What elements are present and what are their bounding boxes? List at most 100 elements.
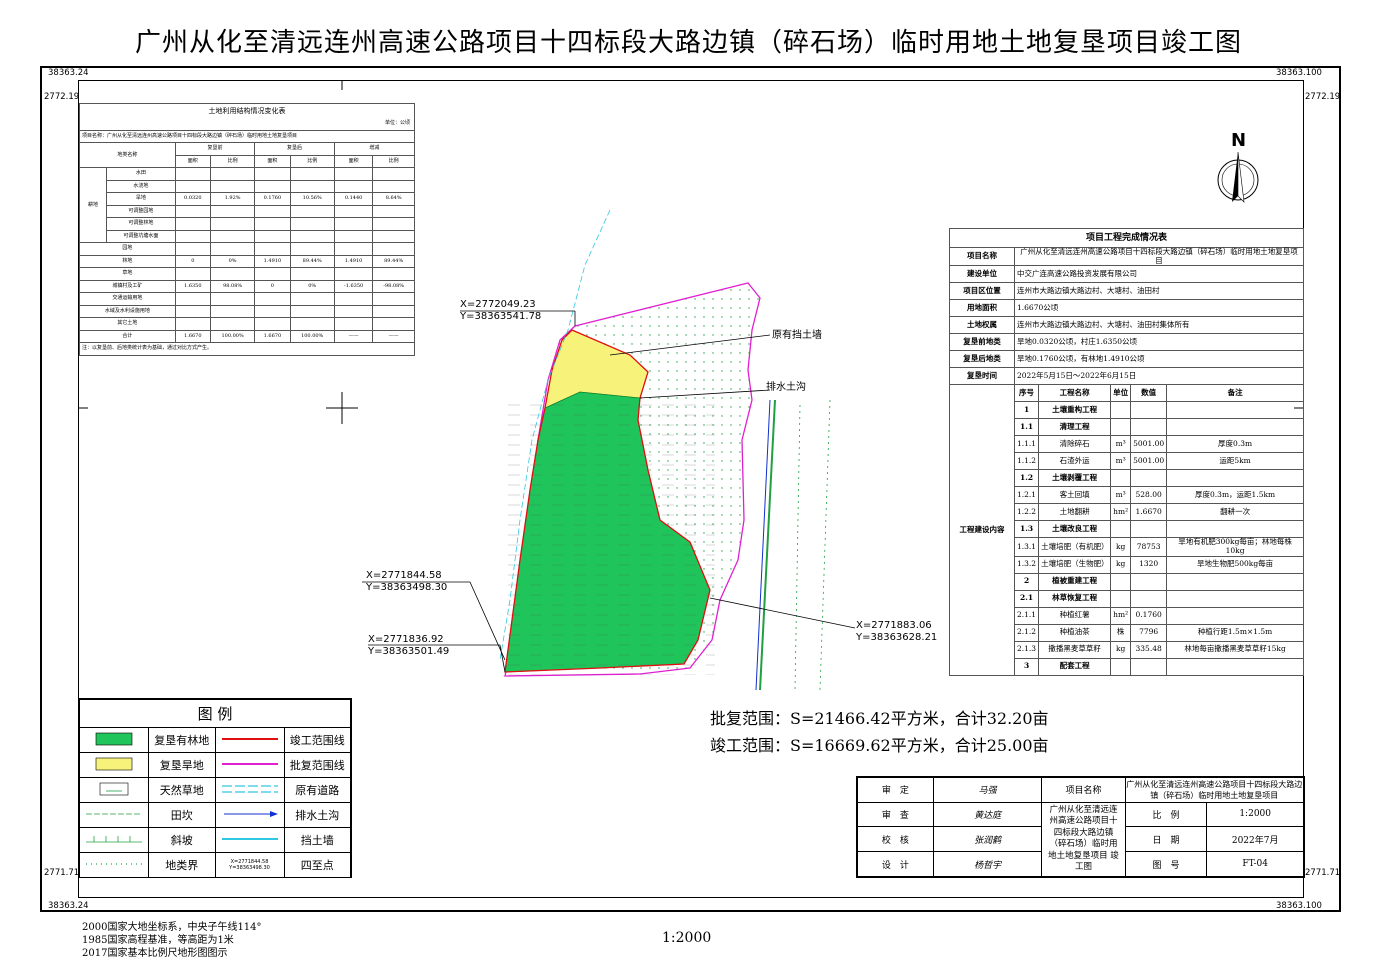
- project-info-value: 连州市大路边镇大路边村、大塘村、油田村集体所有: [1014, 316, 1304, 335]
- legend-row: 复垦有林地竣工范围线: [79, 727, 351, 753]
- legend-title: 图 例: [79, 699, 351, 728]
- land-row-value: 0: [254, 279, 291, 293]
- work-value: 5001.00: [1130, 435, 1168, 454]
- legend-label: 挡土墙: [283, 827, 351, 853]
- completed-boundary: [504, 329, 711, 673]
- drain-swatch: [214, 802, 285, 828]
- legend-label: 批复范围线: [283, 752, 351, 778]
- slope-line: [759, 399, 776, 691]
- land-table-note: 注：以复垦前、后地类统计表为基础，通过对比方式产生。: [79, 342, 415, 356]
- tb-date-label: 日 期: [1124, 826, 1208, 853]
- work-note: [1166, 589, 1304, 608]
- work-unit: [1110, 589, 1132, 608]
- legend-label: 天然草地: [148, 777, 216, 803]
- land-class-boundary: [794, 404, 801, 691]
- project-info-row: 土地权属连州市大路边镇大路边村、大塘村、油田村集体所有: [949, 316, 1304, 335]
- road-swatch: [214, 777, 285, 803]
- footer-scale: 1:2000: [662, 930, 712, 946]
- retaining-wall-swatch: [214, 827, 285, 853]
- legend: 图 例 复垦有林地竣工范围线复垦旱地批复范围线天然草地原有道路田坎排水土沟斜坡挡…: [78, 698, 352, 878]
- drain-ditch-line: [755, 399, 771, 691]
- elevation-labels-texture: [505, 400, 715, 675]
- work-unit: [1110, 572, 1132, 591]
- project-table-col-header: 工程名称: [1038, 384, 1112, 403]
- work-unit: [1110, 657, 1132, 676]
- legend-label: 排水土沟: [283, 802, 351, 828]
- slope-swatch: [79, 827, 149, 853]
- land-table-unit: 单位：公顷: [79, 118, 415, 131]
- coord-bottom-right-x: 38363.100: [1276, 901, 1322, 911]
- point-2-coords: X=2771844.58 Y=38363498.30: [366, 570, 448, 593]
- project-completion-table: 项目工程完成情况表 项目名称广州从化至清远连州高速公路项目十四标段大路边镇（碎石…: [949, 228, 1304, 676]
- land-row: 水域及水利设施用地: [79, 304, 415, 318]
- coord-bottom-left-x: 38363.24: [48, 901, 89, 911]
- work-value: 5001.00: [1130, 452, 1168, 471]
- tb-scale-label: 比 例: [1124, 801, 1208, 828]
- project-table-header: 工程建设内容序号工程名称单位数值备注: [949, 384, 1304, 676]
- project-info-value: 旱地0.0320公顷，村庄1.6350公顷: [1014, 333, 1304, 352]
- legend-row: 天然草地 原有道路: [79, 777, 351, 803]
- work-unit: kg: [1110, 537, 1132, 557]
- project-table-col-header: 数值: [1130, 384, 1168, 403]
- work-note: [1166, 606, 1304, 625]
- land-table-title: 土地利用结构情况变化表: [79, 103, 415, 118]
- outer-frame: [40, 66, 1341, 912]
- work-no: 2.1.1: [1013, 606, 1040, 625]
- coord-top-left-x: 38363.24: [48, 68, 89, 78]
- project-info-row: 建设单位中交广连高速公路投资发展有限公司: [949, 265, 1304, 284]
- work-no: 1.2: [1013, 469, 1040, 488]
- work-value: 1.6670: [1130, 503, 1168, 522]
- footer-line-2: 1985国家高程基准，等高距为1米: [82, 935, 234, 946]
- work-value: 1320: [1130, 555, 1168, 574]
- work-unit: kg: [1110, 555, 1132, 574]
- work-value: 0.1760: [1130, 606, 1168, 625]
- work-value: [1130, 469, 1168, 488]
- work-no: 2: [1013, 572, 1040, 591]
- tb-drawing-no-label: 图 号: [1124, 851, 1208, 877]
- land-row-value: 1.6670: [174, 329, 211, 343]
- work-value: 528.00: [1130, 486, 1168, 505]
- completed-area-text: 竣工范围：S=16669.62平方米，合计25.00亩: [710, 736, 1049, 755]
- approved-area-text: 批复范围：S=21466.42平方米，合计32.20亩: [710, 709, 1049, 728]
- work-unit: [1110, 418, 1132, 437]
- project-table-col-header: 备注: [1166, 384, 1304, 403]
- work-unit: [1110, 401, 1132, 420]
- project-info-key: 建设单位: [949, 265, 1015, 284]
- inner-frame: [78, 80, 1304, 898]
- field-ridge-swatch: [79, 802, 149, 828]
- work-no: 1: [1013, 401, 1040, 420]
- work-note: 旱地有机肥300kg每亩；林地每株10kg: [1166, 537, 1304, 557]
- project-info-key: 项目名称: [949, 246, 1015, 267]
- north-label: N: [1231, 130, 1247, 151]
- drain-label: 排水土沟: [766, 382, 806, 393]
- work-note: [1166, 657, 1304, 676]
- tb-approve-signature: 马强: [932, 777, 1043, 803]
- work-name: 土壤改良工程: [1038, 520, 1112, 539]
- legend-label: 原有道路: [283, 777, 351, 803]
- grassland-swatch: [79, 777, 149, 803]
- tb-design-signature: 杨哲宇: [932, 851, 1043, 877]
- work-value: [1130, 520, 1168, 539]
- land-row-value: 1.4910: [254, 254, 291, 268]
- land-boundary-swatch: [79, 852, 149, 878]
- work-unit: m³: [1110, 435, 1132, 454]
- land-class-boundary: [819, 399, 831, 691]
- project-info-key: 复垦前地类: [949, 333, 1015, 352]
- work-unit: hm²: [1110, 606, 1132, 625]
- work-name: 清理工程: [1038, 418, 1112, 437]
- work-no: 1.3: [1013, 520, 1040, 539]
- work-name: 土壤重构工程: [1038, 401, 1112, 420]
- work-no: 2.1.3: [1013, 640, 1040, 659]
- work-no: 1.2.1: [1013, 486, 1040, 505]
- footer-line-3: 2017国家基本比例尺地形图图示: [82, 948, 228, 959]
